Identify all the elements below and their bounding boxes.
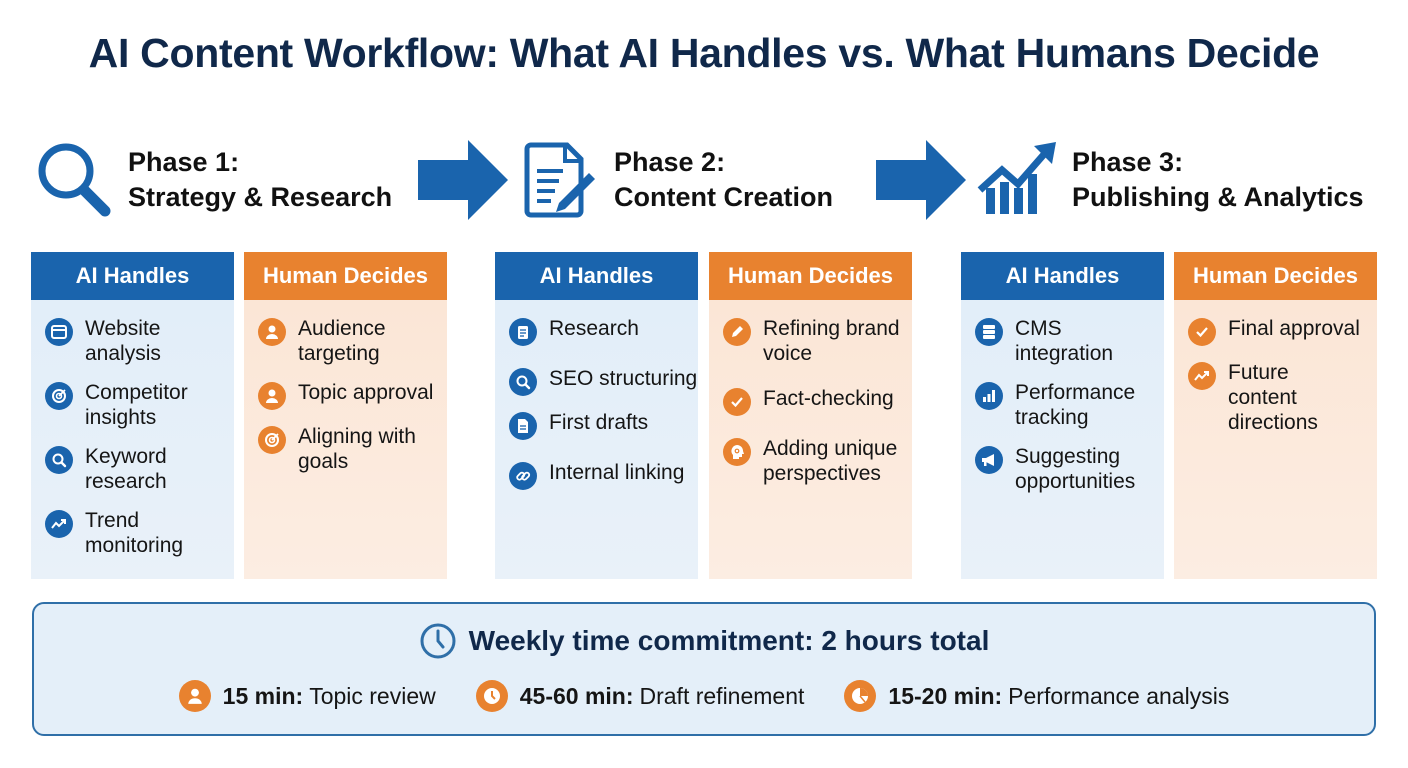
target-icon [45, 382, 73, 410]
phase-2-name: Content Creation [614, 182, 833, 212]
pie-chart-icon [844, 680, 877, 712]
check-icon [1188, 318, 1216, 346]
summary-title: Weekly time commitment: 2 hours total [468, 625, 990, 656]
search-icon [45, 446, 73, 474]
list-item: Future content directions [1174, 360, 1377, 435]
phase-1-header: Phase 1: Strategy & Research [32, 135, 392, 225]
list-item: Final approval [1174, 316, 1377, 346]
list-item: Internal linking [495, 460, 698, 490]
phase-1-number: Phase 1: [128, 147, 240, 177]
link-icon [509, 462, 537, 490]
phase-3-ai-column: AI Handles CMS integration Performance t… [961, 252, 1164, 579]
list-item: CMS integration [961, 316, 1164, 366]
person-icon [258, 382, 286, 410]
megaphone-icon [975, 446, 1003, 474]
arrow-right-icon [876, 140, 966, 220]
human-decides-header: Human Decides [709, 252, 912, 300]
phase-2-human-column: Human Decides Refining brand voice Fact-… [709, 252, 912, 579]
phase-3-header: Phase 3: Publishing & Analytics [976, 135, 1364, 225]
person-icon [178, 680, 211, 712]
list-item: Adding unique perspectives [709, 436, 912, 486]
weekly-time-summary: Weekly time commitment: 2 hours total 15… [32, 602, 1376, 736]
list-item: Keyword research [31, 444, 234, 494]
ai-handles-header: AI Handles [495, 252, 698, 300]
human-decides-header: Human Decides [244, 252, 447, 300]
human-decides-header: Human Decides [1174, 252, 1377, 300]
phase-3-human-column: Human Decides Final approval Future cont… [1174, 252, 1377, 579]
head-idea-icon [723, 438, 751, 466]
check-icon [723, 388, 751, 416]
search-icon [509, 368, 537, 396]
list-item: Trend monitoring [31, 508, 234, 558]
page-title: AI Content Workflow: What AI Handles vs.… [88, 30, 1320, 76]
clipboard-icon [509, 318, 537, 346]
list-item: Website analysis [31, 316, 234, 366]
arrow-right-icon [418, 140, 508, 220]
phase-2-header: Phase 2: Content Creation [518, 135, 833, 225]
list-item: Audience targeting [244, 316, 447, 366]
list-item: First drafts [495, 410, 698, 440]
trend-up-icon [1188, 362, 1216, 390]
document-edit-icon [518, 138, 602, 222]
bar-chart-icon [975, 382, 1003, 410]
phase-1-human-column: Human Decides Audience targeting Topic a… [244, 252, 447, 579]
list-item: Fact-checking [709, 386, 912, 416]
ai-handles-header: AI Handles [31, 252, 234, 300]
phase-1-ai-column: AI Handles Website analysis Competitor i… [31, 252, 234, 579]
trend-up-icon [45, 510, 73, 538]
growth-chart-icon [976, 138, 1060, 222]
target-icon [258, 426, 286, 454]
clock-icon [420, 623, 456, 659]
person-icon [258, 318, 286, 346]
ai-handles-header: AI Handles [961, 252, 1164, 300]
list-item: Competitor insights [31, 380, 234, 430]
list-item: SEO structuring [495, 366, 698, 396]
phase-2-number: Phase 2: [614, 147, 726, 177]
server-icon [975, 318, 1003, 346]
phase-3-name: Publishing & Analytics [1072, 182, 1364, 212]
summary-item-performance-analysis: 15-20 min: Performance analysis [844, 680, 1229, 712]
phase-1-name: Strategy & Research [128, 182, 393, 212]
phase-2-ai-column: AI Handles Research SEO structuring Firs… [495, 252, 698, 579]
clock-icon [475, 680, 508, 712]
pencil-icon [723, 318, 751, 346]
document-icon [509, 412, 537, 440]
summary-item-draft-refinement: 45-60 min: Draft refinement [475, 680, 804, 712]
list-item: Refining brand voice [709, 316, 912, 366]
list-item: Suggesting opportunities [961, 444, 1164, 494]
browser-window-icon [45, 318, 73, 346]
list-item: Performance tracking [961, 380, 1164, 430]
list-item: Aligning with goals [244, 424, 447, 474]
phase-3-number: Phase 3: [1072, 147, 1184, 177]
summary-item-topic-review: 15 min: Topic review [178, 680, 436, 712]
magnifier-icon [32, 138, 116, 222]
list-item: Topic approval [244, 380, 447, 410]
list-item: Research [495, 316, 698, 346]
